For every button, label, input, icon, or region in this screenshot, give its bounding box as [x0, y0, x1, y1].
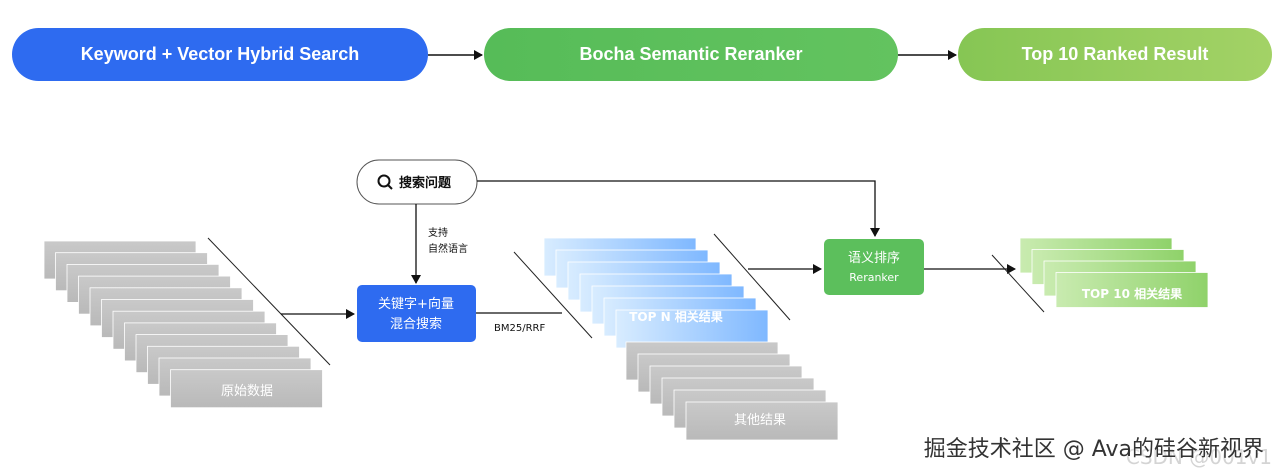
reranker-box: 语义排序 Reranker	[824, 239, 924, 295]
hybrid-search-label-1: 关键字+向量	[378, 296, 454, 312]
top10-divider	[991, 254, 1045, 313]
natural-language-note-2: 自然语言	[428, 242, 468, 255]
raw-data-divider	[207, 237, 331, 366]
step-hybrid-search-label: Keyword + Vector Hybrid Search	[80, 44, 360, 64]
topn-results-label: TOP N 相关结果	[629, 309, 723, 324]
hybrid-search-label-2: 混合搜索	[390, 317, 442, 332]
top10-result-card	[1055, 272, 1209, 308]
watermark: 掘金技术社区 @ Ava的硅谷新视界	[923, 437, 1264, 462]
topn-results-divider	[713, 233, 791, 321]
other-results-label: 其他结果	[734, 413, 786, 428]
natural-language-note-1: 支持	[428, 226, 448, 239]
raw-data-card	[170, 369, 323, 409]
fusion-label: BM25/RRF	[494, 323, 545, 334]
top10-results-stack	[1019, 237, 1209, 308]
query-to-reranker-arrow	[477, 180, 880, 237]
results-left-divider	[513, 251, 593, 339]
step-semantic-reranker-label: Bocha Semantic Reranker	[579, 44, 803, 64]
raw-data-label: 原始数据	[221, 384, 273, 399]
search-query-label: 搜索问题	[399, 175, 452, 191]
step-top10-result-label: Top 10 Ranked Result	[1021, 44, 1209, 64]
topn-results-stack	[543, 237, 769, 349]
step-hybrid-search: Keyword + Vector Hybrid Search	[12, 28, 428, 81]
other-results-stack	[625, 341, 839, 441]
search-icon	[377, 174, 393, 190]
reranker-label-1: 语义排序	[848, 251, 900, 266]
step-top10-result: Top 10 Ranked Result	[958, 28, 1272, 81]
hybrid-search-box: 关键字+向量 混合搜索	[357, 285, 476, 342]
other-result-card	[685, 401, 839, 441]
raw-data-stack	[43, 240, 323, 409]
step-semantic-reranker: Bocha Semantic Reranker	[484, 28, 898, 81]
search-query-bubble: 搜索问题	[356, 159, 478, 205]
reranker-label-2: Reranker	[849, 271, 899, 284]
top10-results-label: TOP 10 相关结果	[1082, 286, 1182, 301]
